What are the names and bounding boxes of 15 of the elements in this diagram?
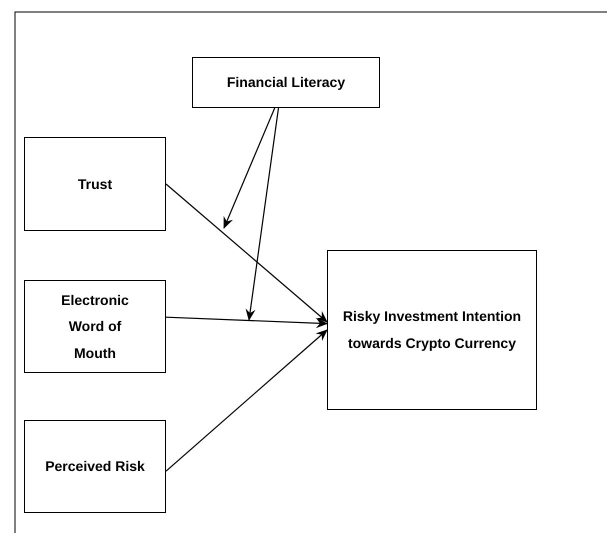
- arrow: [166, 329, 328, 472]
- box: [24, 280, 166, 373]
- arrow: [246, 108, 280, 321]
- box-label: Trust: [78, 174, 112, 194]
- arrow: [166, 316, 328, 328]
- box: [192, 57, 380, 108]
- box: [24, 137, 166, 231]
- box: [327, 250, 537, 410]
- arrow: [223, 108, 276, 229]
- box: [24, 420, 166, 513]
- box-label: Perceived Risk: [45, 457, 145, 476]
- box-label: Electronic Word of Mouth: [60, 290, 130, 363]
- box-label: Financial Literacy: [226, 73, 346, 92]
- box-label: Risky Investment Intention towards Crypto Currency: [342, 307, 522, 353]
- arrow: [166, 184, 328, 323]
